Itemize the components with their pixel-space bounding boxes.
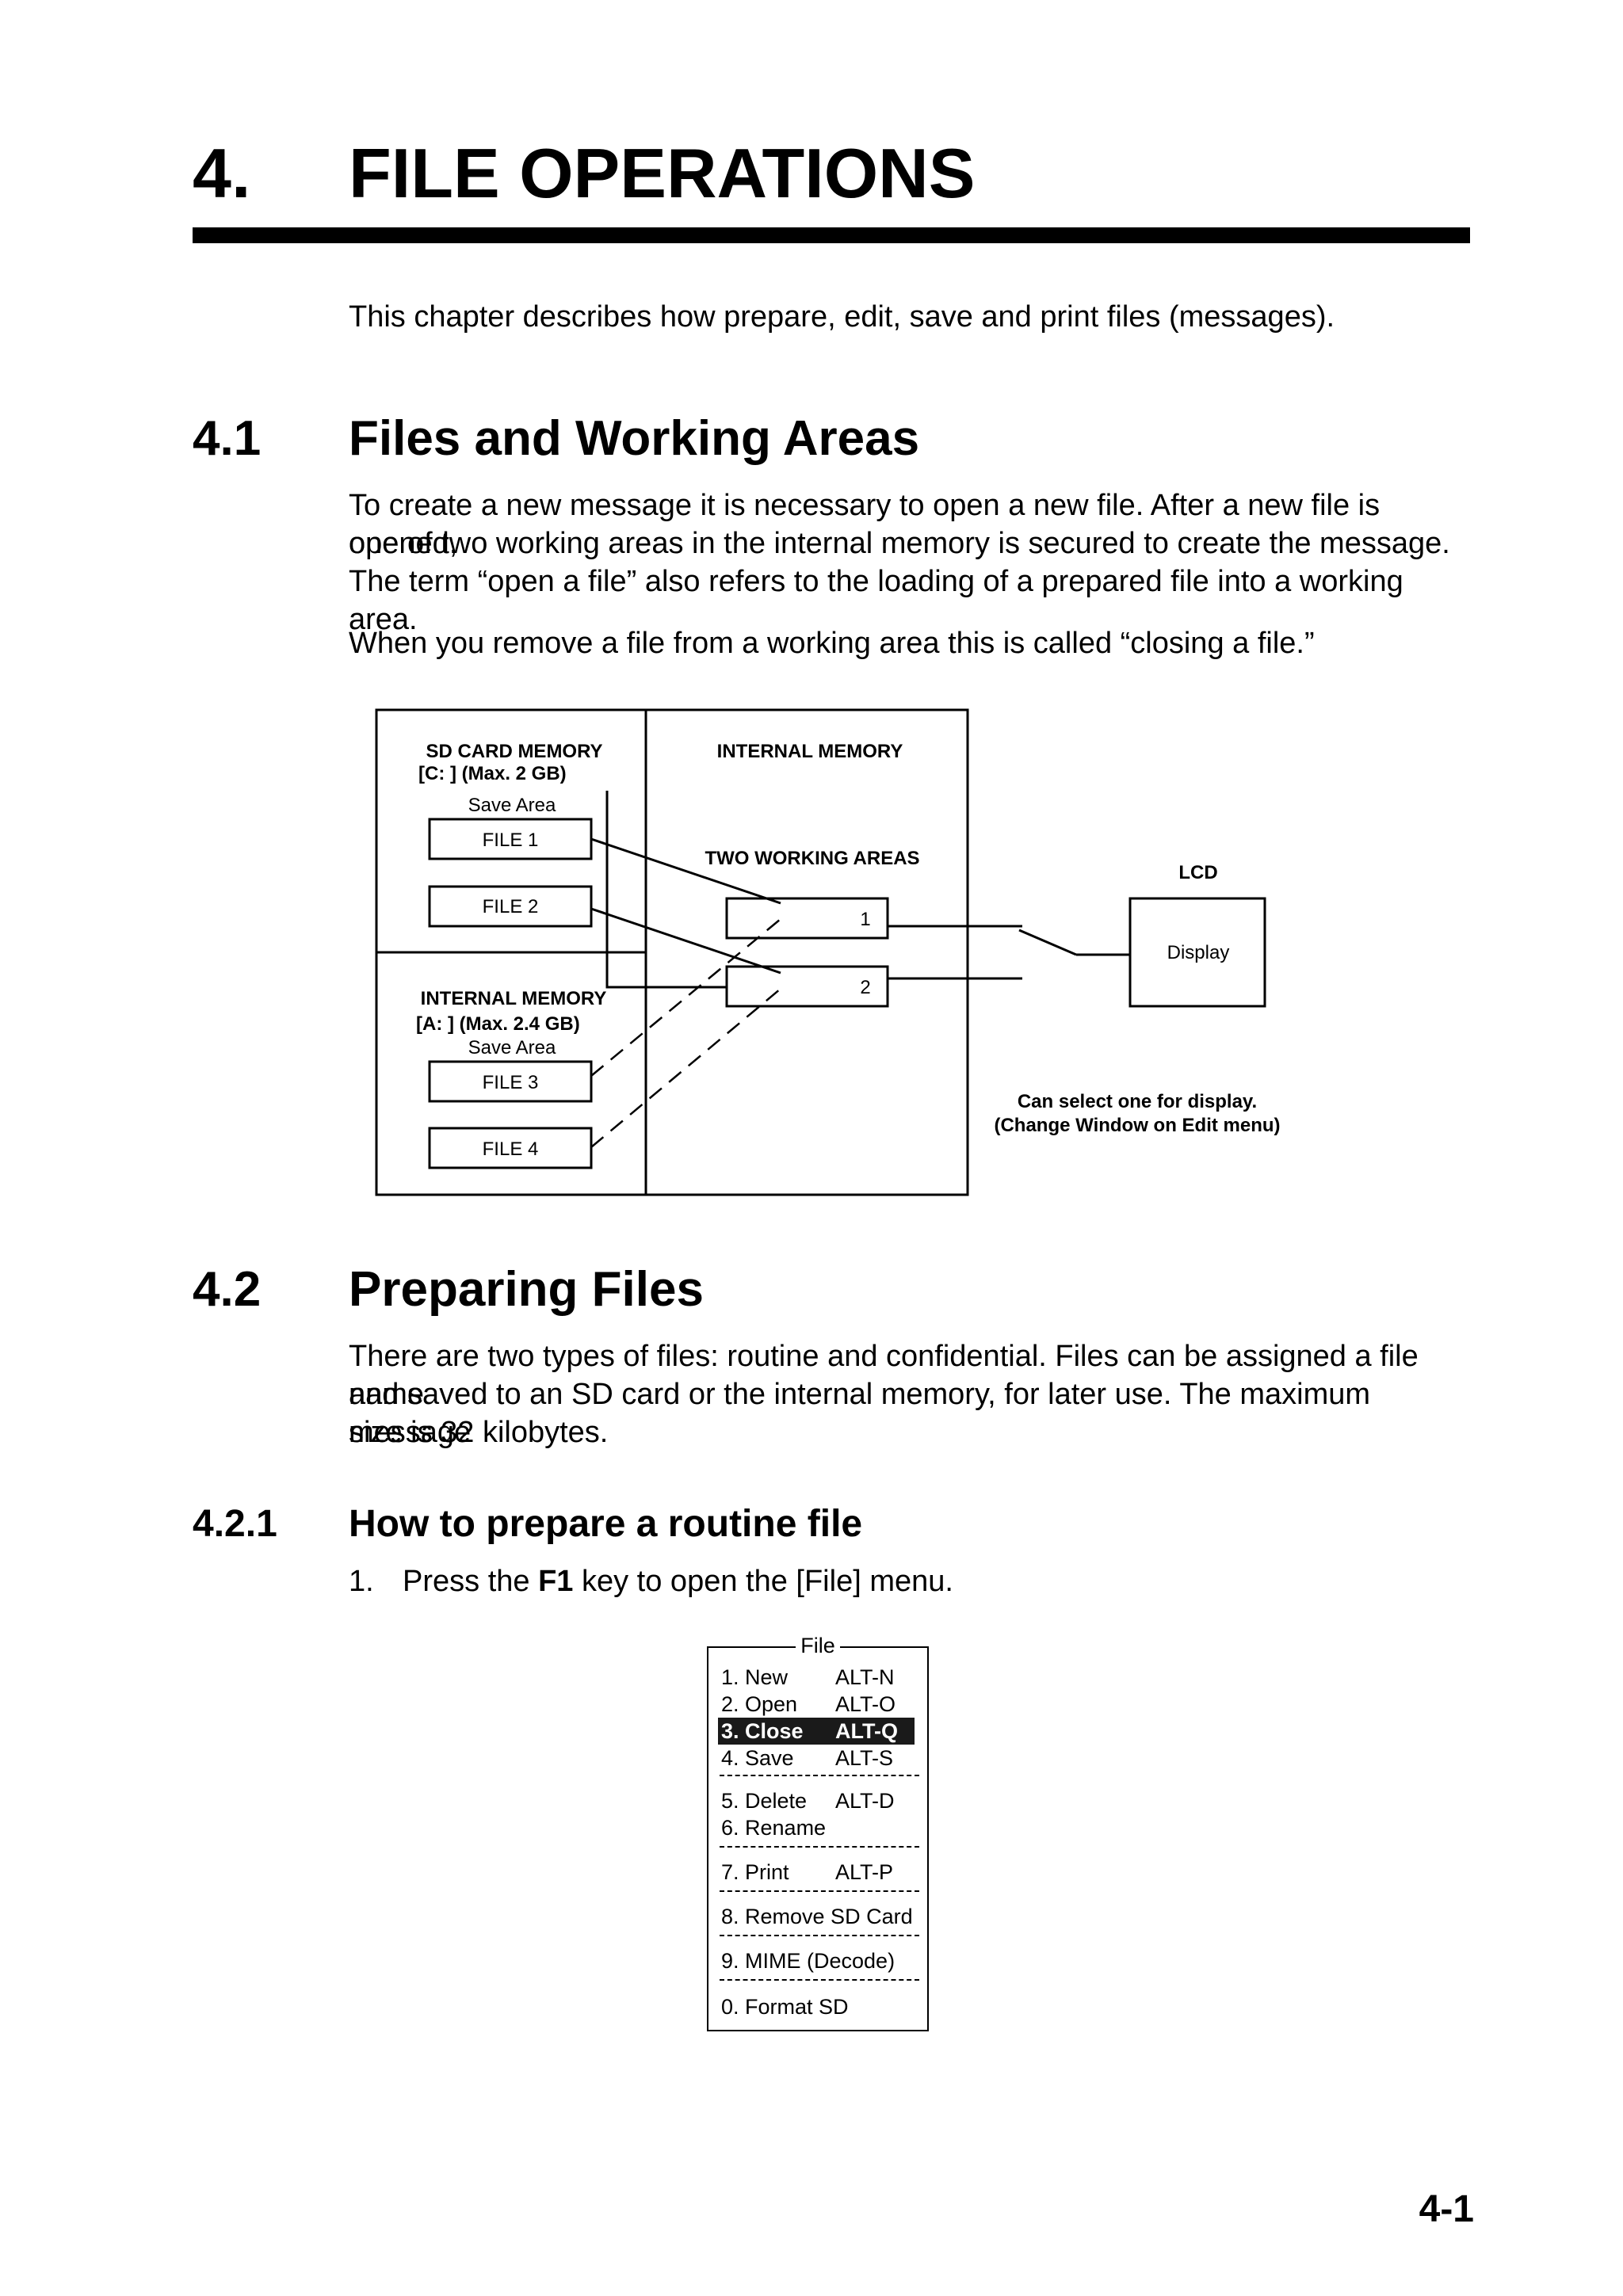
section-4-2-number: 4.2: [193, 1262, 262, 1317]
two-working-areas-label: TWO WORKING AREAS: [705, 848, 919, 869]
section-4-1-para1-line3: The term “open a file” also refers to th…: [349, 565, 1403, 636]
menu-item-rename[interactable]: 6. Rename: [718, 1814, 915, 1841]
menu-item-mime-decode[interactable]: 9. MIME (Decode): [718, 1947, 915, 1974]
working-area-2-box: [725, 965, 889, 1008]
menu-separator: [720, 1935, 919, 1936]
file1-box: [428, 818, 593, 860]
step-1-post: key to open the [File] menu.: [573, 1565, 953, 1598]
page-number: 4-1: [1419, 2188, 1474, 2230]
file-menu-title-wrap: File: [708, 1632, 927, 1659]
menu-item-format-sd[interactable]: 0. Format SD: [718, 1993, 915, 2020]
menu-separator: [720, 1979, 919, 1981]
file1-label: FILE 1: [483, 830, 539, 851]
working-area-1-label: 1: [860, 909, 870, 930]
sd-card-title: SD CARD MEMORY: [426, 741, 602, 762]
menu-item-label: 8. Remove SD Card: [721, 1905, 913, 1928]
menu-item-label: 2. Open: [721, 1692, 798, 1716]
step-1-text: Press the F1 key to open the [File] menu…: [403, 1562, 953, 1600]
note-line1: Can select one for display.: [1018, 1091, 1257, 1112]
section-4-2-line1: There are two types of files: routine an…: [349, 1340, 1419, 1411]
section-4-2-1-number: 4.2.1: [193, 1503, 277, 1545]
menu-item-new[interactable]: 1. New ALT-N: [718, 1664, 915, 1691]
note-line2: (Change Window on Edit menu): [994, 1115, 1280, 1136]
internal-memory-title: INTERNAL MEMORY: [717, 741, 903, 762]
chapter-rule: [193, 227, 1470, 243]
section-4-2-line3: size is 32 kilobytes.: [349, 1416, 609, 1449]
file3-dashed-link: [590, 918, 781, 1077]
chapter-intro: This chapter describes how prepare, edit…: [349, 300, 1335, 334]
step-1-pre: Press the: [403, 1565, 539, 1598]
menu-item-delete[interactable]: 5. Delete ALT-D: [718, 1787, 915, 1814]
menu-item-label: 0. Format SD: [721, 1995, 849, 2019]
menu-item-remove-sd-card[interactable]: 8. Remove SD Card: [718, 1903, 915, 1930]
sd-save-area-label: Save Area: [468, 795, 556, 816]
menu-item-shortcut: ALT-Q: [835, 1719, 898, 1743]
menu-item-label: 1. New: [721, 1665, 789, 1689]
file1-link: [590, 837, 781, 905]
menu-item-label: 3. Close: [721, 1719, 804, 1743]
section-4-2-line2: and saved to an SD card or the internal …: [349, 1378, 1371, 1449]
sd-to-area2-bracket: [605, 791, 727, 989]
section-4-1-para1-line2: one of two working areas in the internal…: [349, 527, 1450, 560]
switch-arm: [1018, 929, 1077, 956]
file3-box: [428, 1060, 593, 1103]
menu-item-label: 9. MIME (Decode): [721, 1949, 896, 1973]
internal-memory-box: [644, 708, 969, 1196]
working-area-2-label: 2: [860, 977, 870, 998]
int-mem-left-title: INTERNAL MEMORY: [421, 988, 607, 1009]
menu-item-print[interactable]: 7. Print ALT-P: [718, 1859, 915, 1886]
file4-label: FILE 4: [483, 1138, 539, 1160]
file2-link: [590, 907, 781, 974]
int-mem-left-sub: [A: ] (Max. 2.4 GB): [416, 1013, 580, 1035]
menu-item-open[interactable]: 2. Open ALT-O: [718, 1691, 915, 1718]
section-4-1-para2: When you remove a file from a working ar…: [349, 627, 1315, 660]
menu-separator: [720, 1890, 919, 1892]
menu-item-label: 6. Rename: [721, 1816, 827, 1840]
menu-item-close[interactable]: 3. Close ALT-Q: [718, 1718, 915, 1745]
file3-label: FILE 3: [483, 1072, 539, 1093]
lcd-label: LCD: [1178, 862, 1217, 883]
f1-key: F1: [538, 1565, 574, 1598]
lcd-display-box: [1128, 897, 1266, 1008]
menu-item-shortcut: ALT-N: [835, 1665, 895, 1689]
menu-separator: [720, 1775, 919, 1776]
sd-card-sub: [C: ] (Max. 2 GB): [418, 763, 567, 784]
menu-item-shortcut: ALT-S: [835, 1746, 894, 1770]
working-area-1-box: [725, 897, 889, 940]
menu-item-shortcut: ALT-P: [835, 1860, 894, 1884]
section-4-1-para1-line1: To create a new message it is necessary …: [349, 489, 1381, 560]
menu-separator: [720, 1846, 919, 1848]
menu-item-shortcut: ALT-D: [835, 1789, 895, 1813]
file4-box: [428, 1127, 593, 1169]
section-4-2-title: Preparing Files: [349, 1262, 704, 1317]
storage-box: [375, 708, 647, 1196]
menu-item-label: 5. Delete: [721, 1789, 808, 1813]
chapter-number: 4.: [193, 134, 251, 212]
file-menu-title: File: [796, 1634, 840, 1657]
step-1-number: 1.: [349, 1565, 374, 1598]
section-4-1-number: 4.1: [193, 411, 262, 466]
file2-label: FILE 2: [483, 896, 539, 917]
menu-item-save[interactable]: 4. Save ALT-S: [718, 1745, 915, 1772]
menu-item-label: 4. Save: [721, 1746, 794, 1770]
file2-box: [428, 885, 593, 928]
menu-item-shortcut: ALT-O: [835, 1692, 896, 1716]
display-label: Display: [1167, 942, 1230, 963]
menu-item-label: 7. Print: [721, 1860, 789, 1884]
chapter-title: FILE OPERATIONS: [349, 134, 976, 212]
file4-dashed-link: [590, 988, 781, 1148]
int-save-area-label: Save Area: [468, 1037, 556, 1058]
section-4-1-title: Files and Working Areas: [349, 411, 920, 466]
section-4-2-1-title: How to prepare a routine file: [349, 1503, 863, 1545]
